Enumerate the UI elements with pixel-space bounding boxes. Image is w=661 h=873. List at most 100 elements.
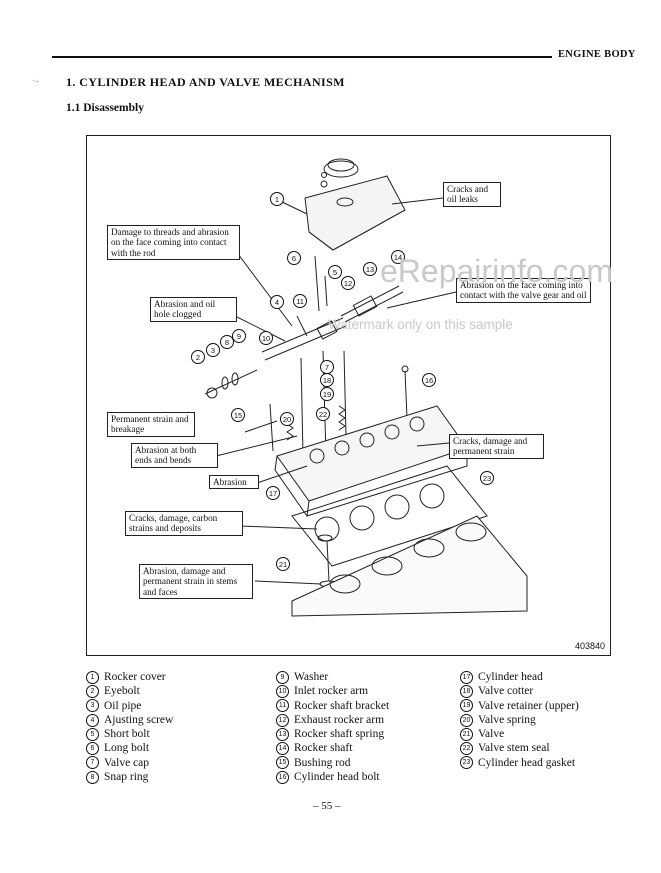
section-title: 1. CYLINDER HEAD AND VALVE MECHANISM xyxy=(66,75,345,89)
part-label: Short bolt xyxy=(104,728,150,741)
part-number: 3 xyxy=(86,699,99,713)
diagram-drawing: 1 2 3 4 5 6 7 8 9 10 11 12 13 14 15 16 1… xyxy=(191,158,528,617)
part-label: Eyebolt xyxy=(104,685,140,698)
part-label: Inlet rocker arm xyxy=(294,685,369,698)
part-label: Valve cap xyxy=(104,756,150,769)
part-number: 16 xyxy=(276,770,289,784)
marker-12: 12 xyxy=(341,276,355,290)
part-label: Exhaust rocker arm xyxy=(294,713,385,726)
part-label: Valve spring xyxy=(478,713,536,726)
marker-5: 5 xyxy=(328,265,342,279)
svg-text:4: 4 xyxy=(275,298,279,307)
part-label: Washer xyxy=(294,671,329,683)
list-item: 2 Eyebolt xyxy=(86,684,173,698)
part-number: 17 xyxy=(460,670,473,684)
callout-cracks-oil-leaks: Cracks and oil leaks xyxy=(443,182,501,207)
part-label: Cylinder head gasket xyxy=(478,756,576,769)
subsection-title: 1.1 Disassembly xyxy=(66,102,144,114)
part-number: 22 xyxy=(460,742,473,756)
part-label: Valve cotter xyxy=(478,685,534,698)
marker-10: 10 xyxy=(259,331,273,345)
svg-text:16: 16 xyxy=(425,376,433,385)
svg-text:6: 6 xyxy=(292,254,296,263)
marker-8: 8 xyxy=(220,335,234,349)
marker-19: 19 xyxy=(320,387,334,401)
part-number: 21 xyxy=(460,727,473,741)
figure-id: 403840 xyxy=(575,641,606,651)
list-item: 9 Washer xyxy=(276,670,389,684)
marker-21: 21 xyxy=(276,557,290,571)
list-item: 7 Valve cap xyxy=(86,756,173,770)
svg-text:23: 23 xyxy=(483,474,491,483)
part-number: 12 xyxy=(276,713,289,727)
marker-14: 14 xyxy=(391,250,405,264)
svg-text:2: 2 xyxy=(196,353,200,362)
part-label: Rocker shaft spring xyxy=(294,728,385,741)
svg-text:12: 12 xyxy=(344,279,352,288)
list-item: 12 Exhaust rocker arm xyxy=(276,713,389,727)
part-number: 20 xyxy=(460,713,473,727)
marker-15: 15 xyxy=(231,408,245,422)
part-label: Rocker cover xyxy=(104,671,166,683)
part-number: 11 xyxy=(276,699,289,713)
marker-6: 6 xyxy=(287,251,301,265)
part-label: Ajusting screw xyxy=(104,713,174,726)
part-number: 9 xyxy=(276,670,289,684)
marker-18: 18 xyxy=(320,373,334,387)
watermark-note: Watermark only on this sample xyxy=(328,317,513,332)
svg-text:7: 7 xyxy=(325,363,329,372)
list-item: 17 Cylinder head xyxy=(460,670,579,684)
part-label: Rocker shaft bracket xyxy=(294,699,390,712)
part-number: 7 xyxy=(86,756,99,770)
marker-16: 16 xyxy=(422,373,436,387)
part-label: Bushing rod xyxy=(294,756,351,769)
header-rule xyxy=(52,56,552,58)
part-label: Valve stem seal xyxy=(478,742,550,755)
part-number: 23 xyxy=(460,756,473,770)
part-number: 13 xyxy=(276,727,289,741)
marker-4: 4 xyxy=(270,295,284,309)
marker-11: 11 xyxy=(293,294,307,308)
part-label: Valve xyxy=(478,728,505,741)
callout-abrasion: Abrasion xyxy=(209,475,259,490)
svg-text:11: 11 xyxy=(296,297,304,306)
part-number: 4 xyxy=(86,713,99,727)
svg-text:18: 18 xyxy=(323,376,331,385)
part-number: 18 xyxy=(460,684,473,698)
callout-oil-hole: Abrasion and oil hole clogged xyxy=(150,297,237,322)
marker-22: 22 xyxy=(316,407,330,421)
list-item: 1 Rocker cover xyxy=(86,670,173,684)
page-number: – 55 – xyxy=(313,800,341,812)
svg-text:10: 10 xyxy=(262,334,270,343)
marker-7: 7 xyxy=(320,360,334,374)
part-label: Cylinder head xyxy=(478,671,543,683)
list-item: 21 Valve xyxy=(460,727,579,741)
part-number: 19 xyxy=(460,699,473,713)
part-label: Snap ring xyxy=(104,771,149,784)
part-number: 14 xyxy=(276,742,289,756)
svg-text:19: 19 xyxy=(323,390,331,399)
part-number: 15 xyxy=(276,756,289,770)
callout-permanent-strain: Permanent strain and breakage xyxy=(107,412,195,437)
callout-cracks-damage-strain: Cracks, damage and permanent strain xyxy=(449,434,544,459)
list-item: 20 Valve spring xyxy=(460,713,579,727)
callout-thread-damage: Damage to threads and abrasion on the fa… xyxy=(107,225,240,260)
svg-text:14: 14 xyxy=(394,253,402,262)
part-number: 1 xyxy=(86,670,99,684)
part-number: 2 xyxy=(86,684,99,698)
margin-mark: ·‐ xyxy=(32,76,39,87)
list-item: 14 Rocker shaft xyxy=(276,741,389,756)
svg-text:5: 5 xyxy=(333,268,337,277)
part-label: Rocker shaft xyxy=(294,742,353,755)
part-label: Long bolt xyxy=(104,742,150,755)
marker-3: 3 xyxy=(206,343,220,357)
svg-text:1: 1 xyxy=(275,195,279,204)
